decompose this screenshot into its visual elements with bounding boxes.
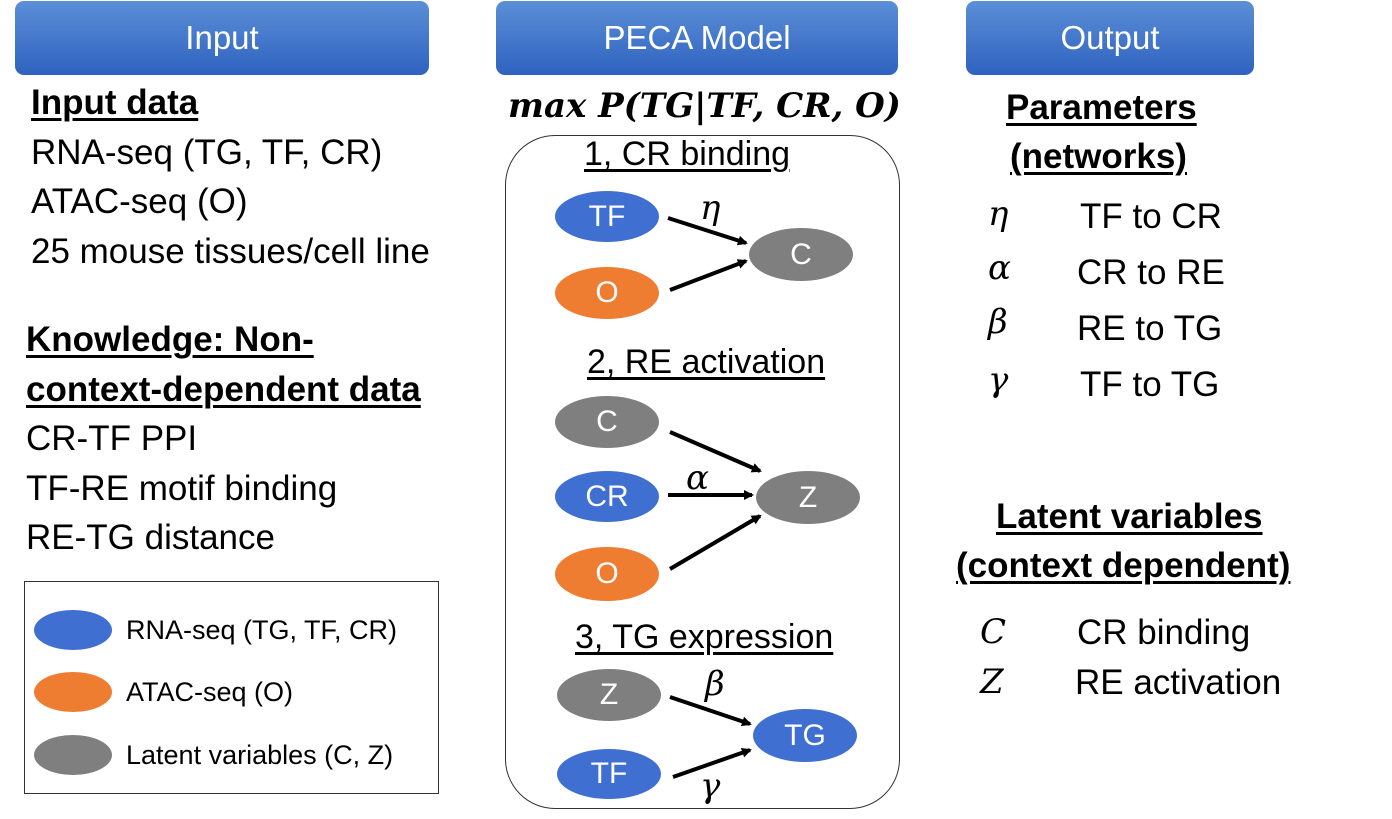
legend-label: Latent variables (C, Z): [126, 740, 394, 770]
knowledge-title-line2: context-dependent data: [26, 370, 421, 409]
model-box: [505, 135, 900, 809]
legend-swatch-atacseq: [34, 672, 112, 712]
input-item: ATAC-seq (O): [31, 182, 248, 221]
step1-title: 1, CR binding: [584, 135, 791, 173]
latent-label: RE activation: [1075, 663, 1282, 702]
node-c: C: [749, 228, 853, 281]
input-item: RNA-seq (TG, TF, CR): [31, 133, 383, 172]
knowledge-title-line1: Knowledge: Non-: [26, 320, 314, 359]
node-o: O: [555, 547, 659, 601]
legend-swatch-rnaseq: [34, 610, 112, 650]
input-item: 25 mouse tissues/cell line: [31, 232, 430, 271]
node-z: Z: [756, 471, 860, 524]
legend-swatch-latent: [34, 735, 112, 775]
peca-model-header: PECA Model: [496, 1, 898, 75]
input-data-title: Input data: [31, 83, 199, 122]
model-objective: max P(TG|TF, CR, O): [508, 86, 901, 126]
param-symbol: γ: [988, 360, 1009, 400]
legend-label: RNA-seq (TG, TF, CR): [126, 615, 398, 645]
latent-label: CR binding: [1077, 613, 1251, 652]
knowledge-item: TF-RE motif binding: [26, 469, 338, 508]
node-z: Z: [557, 669, 661, 721]
param-beta: β: [705, 664, 725, 704]
node-c: C: [555, 396, 659, 448]
legend-label: ATAC-seq (O): [126, 677, 294, 707]
arrow-z-to-tg: [669, 695, 752, 727]
param-symbol: η: [988, 194, 1009, 234]
param-symbol: β: [988, 302, 1008, 342]
input-header: Input: [15, 1, 429, 75]
param-label: RE to TG: [1077, 309, 1223, 348]
param-label: TF to TG: [1080, 365, 1220, 404]
step2-title: 2, RE activation: [587, 343, 826, 381]
node-o: O: [555, 267, 659, 319]
param-alpha: α: [686, 458, 709, 498]
latent-title-line1: Latent variables: [996, 497, 1263, 536]
arrow-o-to-c: [669, 259, 748, 292]
param-gamma: γ: [700, 766, 721, 806]
legend: RNA-seq (TG, TF, CR) ATAC-seq (O) Latent…: [24, 581, 439, 794]
node-tg: TG: [753, 709, 857, 762]
knowledge-item: CR-TF PPI: [26, 419, 198, 458]
arrow-o-to-z: [668, 514, 762, 571]
parameters-title-line1: Parameters: [1006, 88, 1197, 127]
arrow-tf-to-c: [667, 216, 748, 246]
step3-title: 3, TG expression: [575, 618, 834, 656]
knowledge-item: RE-TG distance: [26, 518, 275, 557]
param-label: CR to RE: [1077, 253, 1225, 292]
node-tf: TF: [557, 749, 661, 799]
latent-symbol: Z: [980, 662, 1004, 702]
arrow-tf-to-tg: [672, 747, 752, 779]
latent-symbol: C: [980, 612, 1007, 652]
param-symbol: α: [988, 248, 1011, 288]
param-eta: η: [700, 188, 721, 228]
arrow-c-to-z: [669, 430, 762, 473]
node-tf: TF: [555, 191, 659, 242]
parameters-title-line2: (networks): [1010, 137, 1187, 176]
param-label: TF to CR: [1080, 197, 1222, 236]
latent-title-line2: (context dependent): [956, 546, 1291, 585]
node-cr: CR: [555, 471, 659, 522]
output-header: Output: [966, 1, 1254, 75]
